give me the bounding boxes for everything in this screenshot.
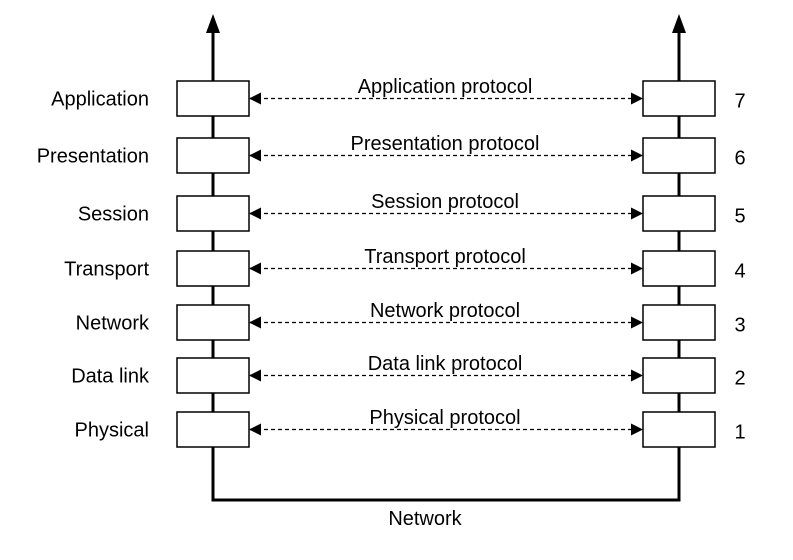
right-layer-box [642,137,716,174]
protocol-label: Data link protocol [368,353,523,375]
layer-name-label: Transport [64,259,149,281]
layer-number-label: 2 [734,368,745,390]
layer-number-label: 5 [734,206,745,228]
layer-number-label: 3 [734,315,745,337]
layer-number-label: 7 [734,91,745,113]
left-layer-box [176,304,250,341]
layer-number-label: 4 [734,261,745,283]
layer-name-label: Data link [71,366,150,388]
left-layer-box [176,195,250,232]
right-layer-box [642,357,716,394]
right-layer-box [642,411,716,448]
right-layer-box [642,195,716,232]
right-up-arrowhead [672,14,686,33]
layer-name-label: Network [76,313,150,335]
left-layer-box [176,137,250,174]
left-up-arrowhead [206,14,220,33]
left-layer-box [176,357,250,394]
right-layer-box [642,304,716,341]
protocol-label: Session protocol [371,191,519,213]
right-layer-box [642,80,716,117]
protocol-label: Network protocol [370,300,520,322]
layer-name-label: Physical [75,420,149,442]
left-layer-box [176,250,250,287]
layer-name-label: Session [78,204,149,226]
protocol-label: Presentation protocol [350,133,539,155]
network-label: Network [388,508,462,530]
left-layer-box [176,80,250,117]
protocol-label: Physical protocol [369,407,520,429]
left-layer-box [176,411,250,448]
protocol-label: Transport protocol [364,246,526,268]
layer-number-label: 6 [734,148,745,170]
layer-number-label: 1 [734,422,745,444]
right-layer-box [642,250,716,287]
layer-name-label: Application [51,89,149,111]
protocol-label: Application protocol [358,76,533,98]
layer-name-label: Presentation [37,146,149,168]
